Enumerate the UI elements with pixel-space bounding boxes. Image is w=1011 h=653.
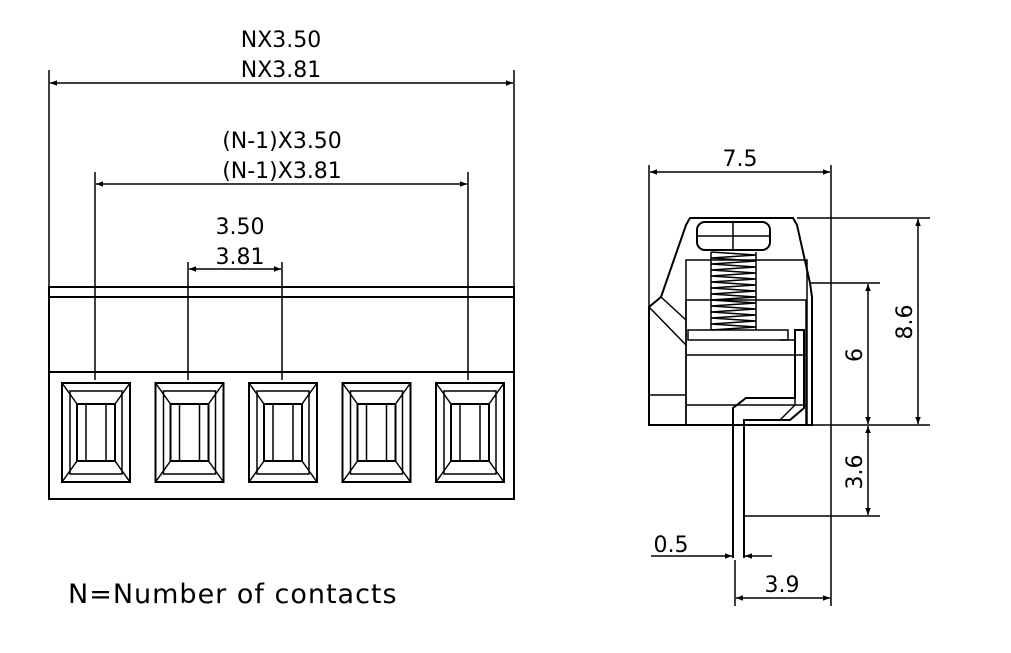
height-dimension: 8.6 <box>797 217 930 426</box>
overall-dimension-381: NX3.81 <box>241 58 322 83</box>
pitch-dimension-381: 3.81 <box>216 245 265 270</box>
contact-cell <box>341 382 412 483</box>
width-dimension-label: 7.5 <box>723 147 758 172</box>
span-dimension: (N-1)X3.50 (N-1)X3.81 <box>94 129 469 380</box>
pin-offset-dimension: 3.9 <box>734 425 832 606</box>
front-view: NX3.50 NX3.81 (N-1)X3.50 (N-1)X3.81 3.50… <box>48 28 515 610</box>
pitch-dimension: 3.50 3.81 <box>187 215 283 380</box>
pin-length-dimension-label: 3.6 <box>843 455 868 490</box>
screw-thread <box>710 251 757 331</box>
body-height-dimension-label: 6 <box>843 348 868 362</box>
side-housing-outline <box>648 217 813 426</box>
overall-dimension-350: NX3.50 <box>241 28 322 53</box>
span-dimension-381: (N-1)X3.81 <box>222 159 342 184</box>
screw <box>687 221 789 341</box>
width-dimension: 7.5 <box>648 147 832 425</box>
pin-offset-dimension-label: 3.9 <box>765 573 800 598</box>
contact-cell <box>154 382 225 483</box>
overall-dimension: NX3.50 NX3.81 <box>48 28 515 287</box>
contact-cell <box>61 382 131 483</box>
side-pin <box>732 329 805 558</box>
contact-cell <box>248 382 318 483</box>
contact-cell <box>435 382 505 483</box>
contacts-note: N=Number of contacts <box>68 579 398 610</box>
contact-cells <box>61 382 505 483</box>
pin-length-dimension: 3.6 <box>744 426 880 517</box>
clamp-box <box>685 299 807 426</box>
pitch-dimension-350: 3.50 <box>216 215 265 240</box>
pin-thickness-dimension-label: 0.5 <box>654 533 689 558</box>
side-view: 7.5 8.6 6 3.6 0.5 <box>648 147 930 606</box>
body-height-dimension: 6 <box>810 282 880 424</box>
pin-thickness-dimension: 0.5 <box>651 533 772 559</box>
span-dimension-350: (N-1)X3.50 <box>222 129 342 154</box>
height-dimension-label: 8.6 <box>893 305 918 340</box>
